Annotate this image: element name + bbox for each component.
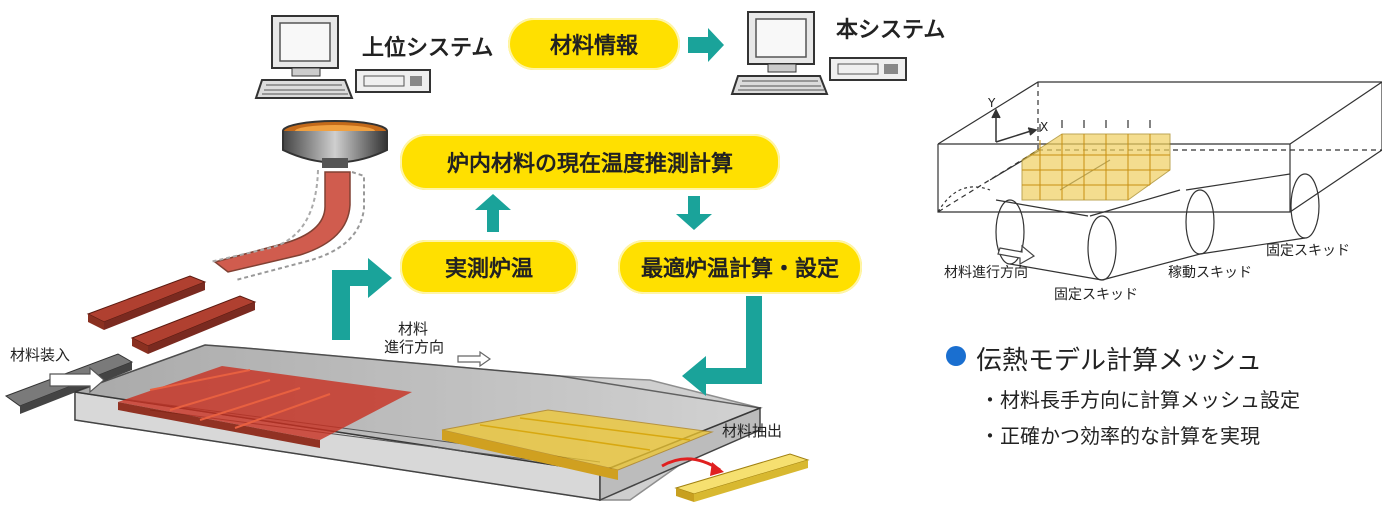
upper-system-label: 上位システム [362, 36, 494, 61]
direction-arrow [457, 350, 492, 368]
fixed-skid-label-2: 固定スキッド [1266, 243, 1350, 259]
caster-strand [209, 169, 365, 281]
direction-label-1: 材料 [398, 320, 429, 338]
this-system-computer-icon [730, 11, 829, 95]
material-charge-label: 材料装入 [10, 346, 71, 364]
model-title: 伝熱モデル計算メッシュ [976, 346, 1263, 376]
mesh-direction-arrow [997, 244, 1036, 266]
this-system-label: 本システム [836, 18, 946, 43]
hot-slabs [118, 366, 412, 448]
axis-icon [991, 108, 1038, 143]
up-arrow [475, 194, 511, 232]
axis-x-label: X [1040, 120, 1049, 134]
mesh-plane [1021, 120, 1171, 201]
heated-slabs [441, 409, 714, 480]
info-arrow [688, 28, 724, 62]
axis-y-label: Y [988, 96, 996, 110]
setting-arrow [682, 296, 762, 396]
ladle-icon [282, 120, 388, 168]
extracted-slab [674, 453, 810, 502]
bullet-2: ・正確かつ効率的な計算を実現 [980, 424, 1260, 448]
measured-temp-arrow [332, 258, 392, 340]
down-arrow [676, 196, 712, 230]
material-extract-label: 材料抽出 [722, 422, 783, 440]
bullet-1: ・材料長手方向に計算メッシュ設定 [980, 388, 1300, 412]
this-system-server-icon [829, 57, 907, 81]
slabs [4, 275, 257, 414]
estimation-pill: 炉内材料の現在温度推測計算 [400, 134, 780, 190]
direction-label-2: 進行方向 [384, 338, 445, 356]
reheating-furnace [74, 344, 763, 502]
bullet-dot-icon [946, 346, 966, 366]
material-info-pill: 材料情報 [508, 18, 680, 70]
moving-skid-label: 稼動スキッド [1168, 265, 1252, 281]
charge-arrow [49, 366, 105, 394]
upper-system-server-icon [355, 69, 431, 93]
upper-system-computer-icon [254, 15, 354, 99]
optimal-calc-pill: 最適炉温計算・設定 [618, 240, 862, 294]
mesh-direction-label: 材料進行方向 [944, 265, 1028, 281]
fixed-skid-label-1: 固定スキッド [1054, 287, 1138, 303]
measured-temp-pill: 実測炉温 [400, 240, 578, 294]
